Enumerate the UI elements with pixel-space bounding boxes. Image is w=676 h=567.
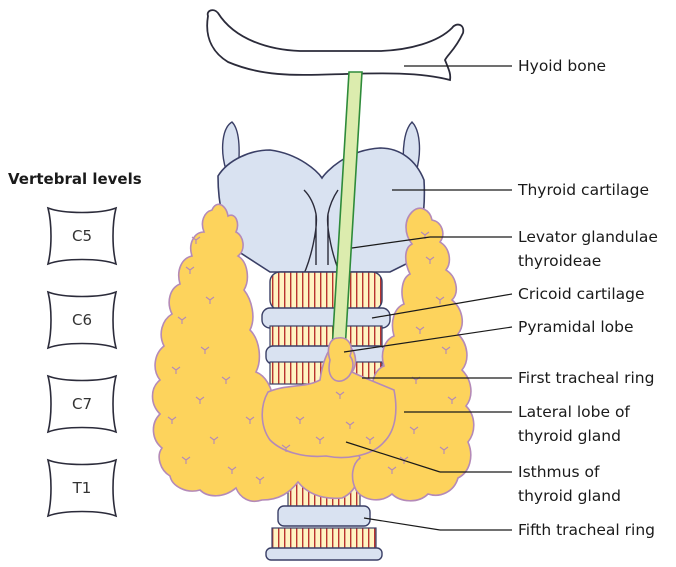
label-first-tracheal-ring: First tracheal ring — [518, 367, 654, 389]
vertebra-c6-label: C6 — [72, 311, 92, 329]
label-isthmus-line-2: thyroid gland — [518, 485, 621, 507]
trachea-bottom-ring — [266, 548, 382, 560]
fifth-tracheal-ring — [278, 506, 370, 526]
trachea-bottom-stripe — [272, 528, 376, 550]
vertebra-c5-label: C5 — [72, 227, 92, 245]
vertebra-c7: C7 — [42, 370, 122, 438]
vertebral-levels-title: Vertebral levels — [8, 170, 142, 188]
label-fifth-tracheal-ring: Fifth tracheal ring — [518, 519, 655, 541]
upper-stripe-band — [270, 326, 382, 348]
label-cricoid-cartilage: Cricoid cartilage — [518, 283, 645, 305]
vertebra-c6: C6 — [42, 286, 122, 354]
vertebra-t1: T1 — [42, 454, 122, 522]
label-pyramidal-lobe: Pyramidal lobe — [518, 316, 634, 338]
pyramidal-lobe — [328, 338, 352, 381]
cricoid-cartilage — [270, 272, 382, 310]
hyoid-bone — [207, 10, 463, 80]
vertebra-t1-label: T1 — [73, 479, 92, 497]
label-lateral-lobe-line-1: Lateral lobe of — [518, 401, 630, 423]
upper-ring-band — [262, 308, 390, 328]
vertebra-c5: C5 — [42, 202, 122, 270]
thyroid-cartilage — [218, 148, 424, 272]
label-lateral-lobe-line-2: thyroid gland — [518, 425, 621, 447]
label-levator-line-1: Levator glandulae — [518, 226, 658, 248]
label-isthmus-line-1: Isthmus of — [518, 461, 599, 483]
label-thyroid-cartilage: Thyroid cartilage — [518, 179, 649, 201]
label-hyoid-bone: Hyoid bone — [518, 55, 606, 77]
label-levator-line-2: thyroideae — [518, 250, 601, 272]
vertebra-c7-label: C7 — [72, 395, 92, 413]
